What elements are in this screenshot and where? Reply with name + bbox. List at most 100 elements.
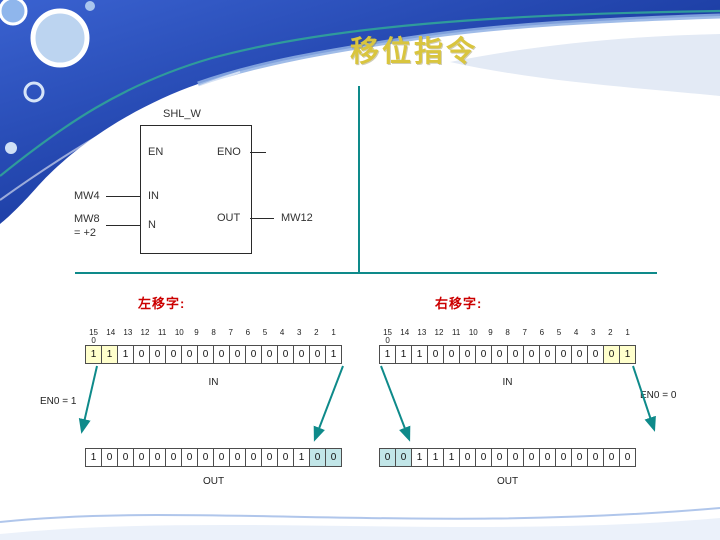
bit-cell: 0 — [459, 345, 476, 364]
bit-cell: 0 — [475, 345, 492, 364]
bit-cell: 1 — [117, 345, 134, 364]
bit-cell: 1 — [411, 448, 428, 467]
right-en0-status: EN0 = 0 — [640, 390, 677, 401]
bit-cell: 0 — [507, 448, 524, 467]
bit-index-label: 7 — [228, 328, 233, 337]
bit-cell: 1 — [427, 448, 444, 467]
bit-index-label: 13 — [123, 328, 133, 337]
bit-cell: 1 — [325, 345, 342, 364]
bit-index-label: 2 — [608, 328, 613, 337]
bit-cell: 0 — [261, 345, 278, 364]
decorative-circle-large — [30, 8, 90, 68]
bit-index-label: 5 — [556, 328, 562, 337]
bit-index-label: 4 — [279, 328, 285, 337]
fbd-in-operand: MW4 — [74, 190, 100, 202]
bit-cell: 1 — [101, 345, 118, 364]
bit-index-label: 5 — [262, 328, 268, 337]
bit-index-label: 13 — [417, 328, 427, 337]
bit-cell: 0 — [213, 448, 230, 467]
bit-cell: 1 — [395, 345, 412, 364]
bit-cell: 0 — [443, 345, 460, 364]
bit-cell: 1 — [411, 345, 428, 364]
bit-index-label: 14 — [400, 328, 410, 337]
bit-cell: 0 — [181, 345, 198, 364]
bit-cell: 0 — [261, 448, 278, 467]
left-shift-heading: 左移字: — [138, 296, 186, 311]
bit-cell: 0 — [491, 448, 508, 467]
bit-cell: 0 — [213, 345, 230, 364]
bit-index-label: 11 — [157, 328, 167, 337]
right-in-register-label: IN — [502, 377, 513, 388]
bit-cell: 0 — [149, 448, 166, 467]
bit-cell: 0 — [379, 448, 396, 467]
bit-cell: 0 — [587, 448, 604, 467]
bit-cell: 1 — [619, 345, 636, 364]
bit-index-label: 8 — [211, 328, 216, 337]
bit-cell: 0 — [325, 448, 342, 467]
decorative-circle-small — [0, 0, 28, 26]
light-blue-edge-line — [197, 13, 720, 87]
bit-cell: 0 — [523, 345, 540, 364]
bit-cell: 0 — [555, 345, 572, 364]
bit-index-label: 8 — [505, 328, 510, 337]
fbd-box — [140, 125, 252, 254]
bit-cell: 0 — [571, 345, 588, 364]
bit-index-label: 11 — [451, 328, 461, 337]
right-shift-heading: 右移字: — [435, 296, 483, 311]
bit-cell: 0 — [277, 448, 294, 467]
bit-cell: 0 — [117, 448, 134, 467]
bit-cell: 0 — [603, 345, 620, 364]
fbd-en-label: EN — [148, 146, 164, 158]
bit-cell: 0 — [245, 345, 262, 364]
bit-index-label: 3 — [297, 328, 302, 337]
bit-cell: 0 — [539, 448, 556, 467]
bit-index-label: 1 — [331, 328, 336, 337]
fbd-n-operand-value: = +2 — [74, 227, 97, 239]
bit-cell: 0 — [149, 345, 166, 364]
bit-cell: 0 — [165, 345, 182, 364]
bit-cell: 0 — [587, 345, 604, 364]
bit-cell: 0 — [309, 345, 326, 364]
fbd-n-operand: MW8 — [74, 213, 100, 225]
bit-index-label: 12 — [140, 328, 150, 337]
left-out-register-label: OUT — [202, 476, 225, 487]
bit-cell: 0 — [603, 448, 620, 467]
bit-cell: 1 — [293, 448, 310, 467]
wire-out — [250, 218, 274, 219]
fbd-n-label: N — [148, 219, 156, 231]
footer-wave-line — [0, 507, 720, 523]
bit-index-label: 10 — [468, 328, 478, 337]
bit-cell: 0 — [229, 345, 246, 364]
wire-n — [106, 225, 140, 226]
wire-eno — [250, 152, 266, 153]
bit-cell: 0 — [491, 345, 508, 364]
section-divider-horizontal — [75, 272, 657, 274]
left-en0-status: EN0 = 1 — [40, 396, 77, 407]
bit-index-label: 1 — [625, 328, 630, 337]
bit-index-label: 4 — [573, 328, 579, 337]
bit-cell: 0 — [197, 448, 214, 467]
bit-index-label: 7 — [522, 328, 527, 337]
bit-index-label: 2 — [314, 328, 319, 337]
white-curve-line — [0, 71, 241, 201]
bit-cell: 0 — [133, 448, 150, 467]
bit-cell: 1 — [379, 345, 396, 364]
bit-cell: 0 — [165, 448, 182, 467]
bit-cell: 0 — [555, 448, 572, 467]
bit-index-label: 3 — [591, 328, 596, 337]
left-shift-out-arrow — [78, 365, 98, 434]
bit-cell: 0 — [395, 448, 412, 467]
bit-cell: 0 — [475, 448, 492, 467]
header-decoration — [0, 0, 720, 224]
bit-index-label: 9 — [194, 328, 199, 337]
section-divider-vertical — [358, 86, 360, 274]
bit-cell: 1 — [85, 448, 102, 467]
bit-cell: 0 — [133, 345, 150, 364]
bit-cell: 1 — [443, 448, 460, 467]
decorative-dot — [5, 142, 17, 154]
